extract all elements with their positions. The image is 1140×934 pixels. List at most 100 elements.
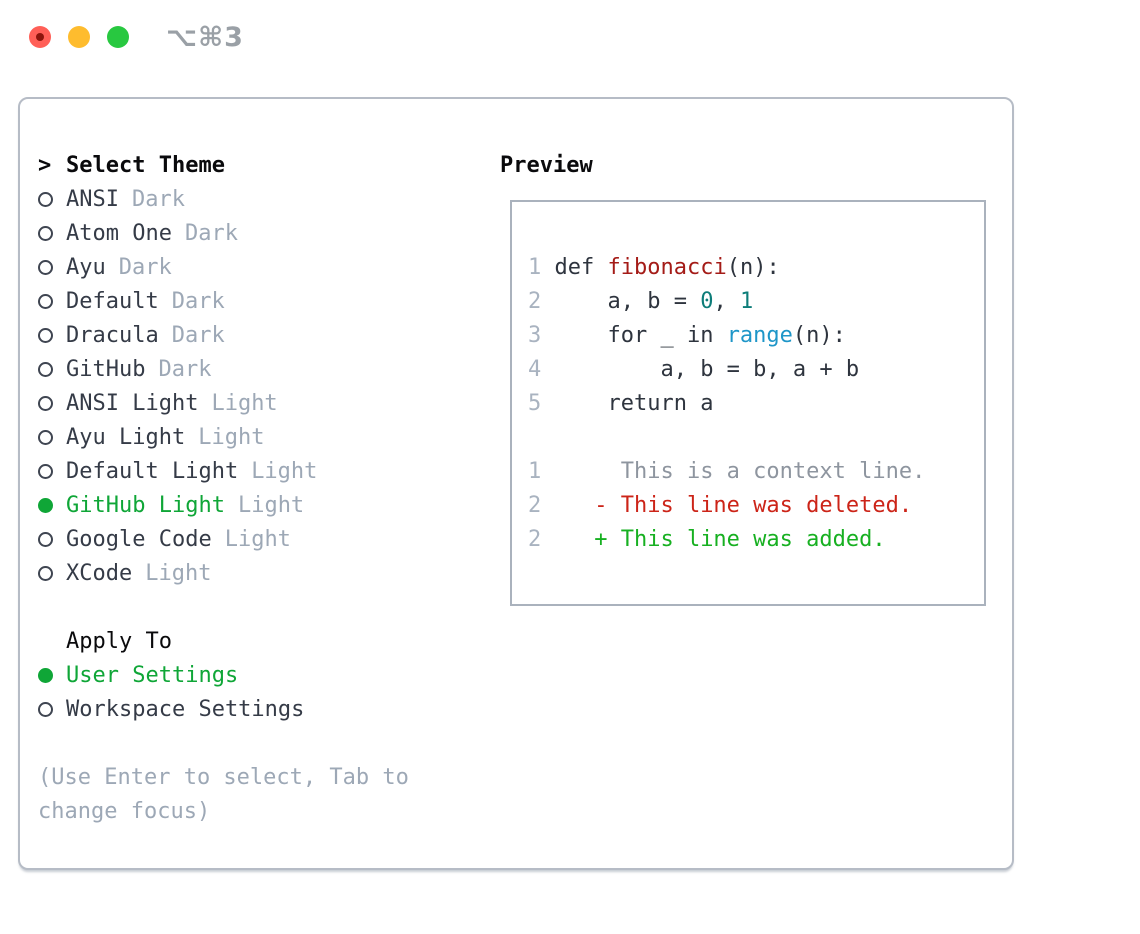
code-segment: (n): [726,255,780,280]
apply-option-user-settings[interactable]: User Settings [38,658,409,692]
minimize-button[interactable] [68,26,90,48]
theme-option-ansi-dark[interactable]: ANSI Dark [38,182,409,216]
code-segment: 0 [700,289,714,314]
option-label: User Settings [66,662,239,688]
window-title: ⌥⌘3 [166,22,244,53]
line-number: 1 [528,255,542,280]
option-variant-label: Dark [184,220,238,246]
code-segment: , [713,289,740,314]
option-label: Ayu [66,254,106,280]
option-label: ANSI [66,186,119,212]
radio-unselected-icon [38,701,53,717]
radio-unselected-icon [38,293,53,309]
option-label: GitHub [66,356,146,382]
option-variant-label: Light [145,560,212,586]
theme-option-github-light-light[interactable]: GitHub Light Light [38,488,409,522]
radio-unselected-icon [38,327,53,343]
code-segment: + This line was added. [541,527,886,552]
close-button[interactable] [29,26,51,48]
radio-unselected-icon [38,531,53,547]
code-line: 5 return a [528,387,925,421]
code-line: 1 This is a context line. [528,455,925,489]
line-number: 1 [528,459,542,484]
radio-unselected-icon [38,361,53,377]
code-line: 3 for _ in range(n): [528,319,925,353]
line-number: 5 [528,391,542,416]
radio-unselected-icon [38,259,53,275]
code-segment: fibonacci [607,255,727,280]
radio-selected-icon [38,667,53,683]
select-theme-header: > Select Theme [38,148,409,182]
theme-option-default-dark[interactable]: Default Dark [38,284,409,318]
option-variant-label: Dark [171,322,225,348]
radio-unselected-icon [38,395,53,411]
radio-selected-icon [38,497,53,513]
option-variant-label: Dark [171,288,225,314]
theme-option-atom-one-dark[interactable]: Atom One Dark [38,216,409,250]
option-label: XCode [66,560,133,586]
code-segment: return a [541,391,714,416]
traffic-lights [29,26,129,48]
spacer [38,590,409,624]
option-label: ANSI Light [66,390,199,416]
radio-unselected-icon [38,429,53,445]
code-segment: a, b = [541,289,701,314]
option-variant-label: Light [237,492,305,518]
option-variant-label: Light [211,390,278,416]
option-label: Dracula [66,322,159,348]
option-variant-label: Light [224,526,291,552]
code-line: 1 def fibonacci(n): [528,251,925,285]
option-label: Ayu Light [66,424,186,450]
line-number: 2 [528,493,542,518]
line-number: 4 [528,357,542,382]
theme-option-dracula-dark[interactable]: Dracula Dark [38,318,409,352]
code-segment: a, b = b, a + b [541,357,860,382]
code-segment: - This line was deleted. [541,493,913,518]
code-line: 4 a, b = b, a + b [528,353,925,387]
apply-option-workspace-settings[interactable]: Workspace Settings [38,692,409,726]
code-line: 2 - This line was deleted. [528,489,925,523]
code-segment: range [726,323,793,348]
hint-line: change focus) [38,798,211,824]
code-line [528,421,925,455]
code-segment: 1 [739,289,754,314]
theme-option-github-dark[interactable]: GitHub Dark [38,352,409,386]
zoom-button[interactable] [107,26,129,48]
window-titlebar: ⌥⌘3 [0,0,1140,75]
option-label: GitHub Light [66,492,225,518]
radio-unselected-icon [38,191,53,207]
radio-unselected-icon [38,463,53,479]
option-label: Google Code [66,526,212,552]
theme-option-google-code-light[interactable]: Google Code Light [38,522,409,556]
code-segment: def [541,255,608,280]
option-label: Default [66,288,159,314]
option-variant-label: Dark [131,186,185,212]
code-line: 2 a, b = 0, 1 [528,285,925,319]
cursor-prefix-icon: > [38,152,52,178]
option-label: Atom One [66,220,172,246]
line-number: 2 [528,527,542,552]
theme-option-default-light-light[interactable]: Default Light Light [38,454,409,488]
code-segment: for _ in [541,323,727,348]
hint-line: (Use Enter to select, Tab to [38,764,409,790]
theme-option-ayu-dark[interactable]: Ayu Dark [38,250,409,284]
option-variant-label: Dark [118,254,172,280]
option-label: Default Light [66,458,239,484]
option-variant-label: Light [251,458,318,484]
apply-to-header: Apply To [38,624,409,658]
line-number: 2 [528,289,542,314]
radio-unselected-icon [38,565,53,581]
apply-to-title: Apply To [66,628,172,654]
option-label: Workspace Settings [66,696,305,722]
theme-option-xcode-light[interactable]: XCode Light [38,556,409,590]
radio-unselected-icon [38,225,53,241]
option-variant-label: Dark [158,356,212,382]
theme-option-ansi-light-light[interactable]: ANSI Light Light [38,386,409,420]
hint-text: (Use Enter to select, Tab to change focus… [38,760,409,828]
code-segment: This is a context line. [541,459,926,484]
